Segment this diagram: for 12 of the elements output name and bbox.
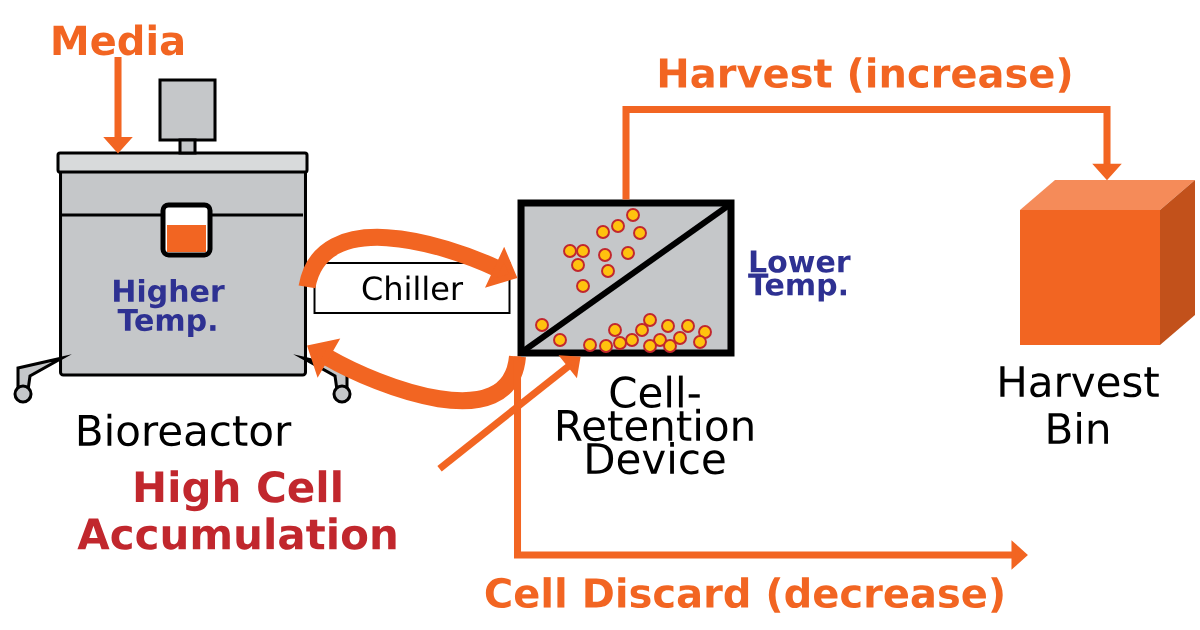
input-label: Media [53,24,183,56]
edge-label: Harvest (increase) [654,55,1076,95]
device-caption: Bioreactor [78,413,292,447]
temperature-label: Higher Temp. [114,278,225,338]
temperature-label: Lower Temp. [748,250,851,302]
arrow [622,105,1122,200]
callout-text: High Cell Accumulation [77,470,396,550]
device-caption: Harvest Bin [1000,366,1159,444]
chiller-box: Chiller [313,262,511,314]
arrow [437,355,581,472]
device-caption: Cell- Retention Device [557,375,753,475]
edge-label: Cell Discard (decrease) [482,575,1008,615]
